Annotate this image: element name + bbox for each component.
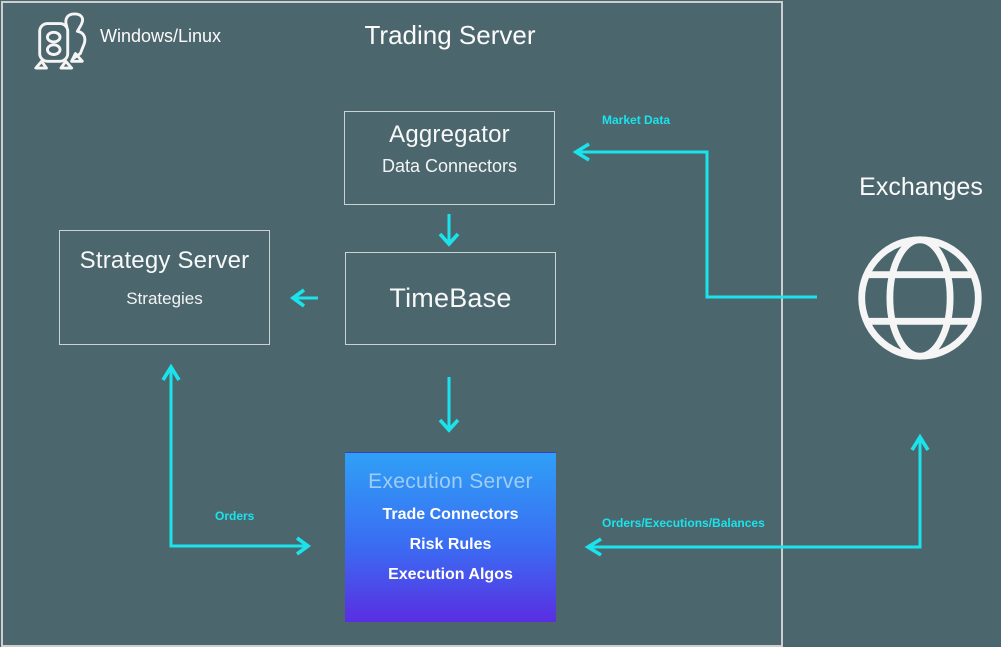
- aggregator-subtitle: Data Connectors: [381, 156, 518, 176]
- execution-item-execution-algos: Execution Algos: [388, 566, 513, 583]
- execution-item-risk-rules: Risk Rules: [409, 536, 492, 553]
- aggregator-box: Aggregator Data Connectors: [344, 111, 555, 205]
- strategy-server-title: Strategy Server: [79, 247, 250, 274]
- aggregator-title: Aggregator: [389, 121, 510, 148]
- execution-item-trade-connectors: Trade Connectors: [382, 506, 519, 523]
- exchanges-label: Exchanges: [859, 173, 983, 201]
- strategy-server-subtitle: Strategies: [126, 289, 203, 308]
- page-title: Trading Server: [364, 20, 536, 50]
- timebase-title: TimeBase: [389, 283, 512, 313]
- os-label: Windows/Linux: [100, 26, 222, 46]
- globe-icon: [852, 230, 988, 371]
- timebase-box: TimeBase: [345, 252, 556, 345]
- trading-server-boundary: [1, 1, 783, 647]
- orders-executions-balances-label: Orders/Executions/Balances: [602, 516, 765, 530]
- execution-server-title: Execution Server: [368, 470, 533, 493]
- orders-label: Orders: [215, 509, 255, 523]
- windows-linux-icon: [31, 10, 89, 75]
- execution-server-box: Execution Server Trade Connectors Risk R…: [345, 452, 556, 622]
- market-data-label: Market Data: [602, 113, 671, 127]
- strategy-server-box: Strategy Server Strategies: [59, 230, 270, 345]
